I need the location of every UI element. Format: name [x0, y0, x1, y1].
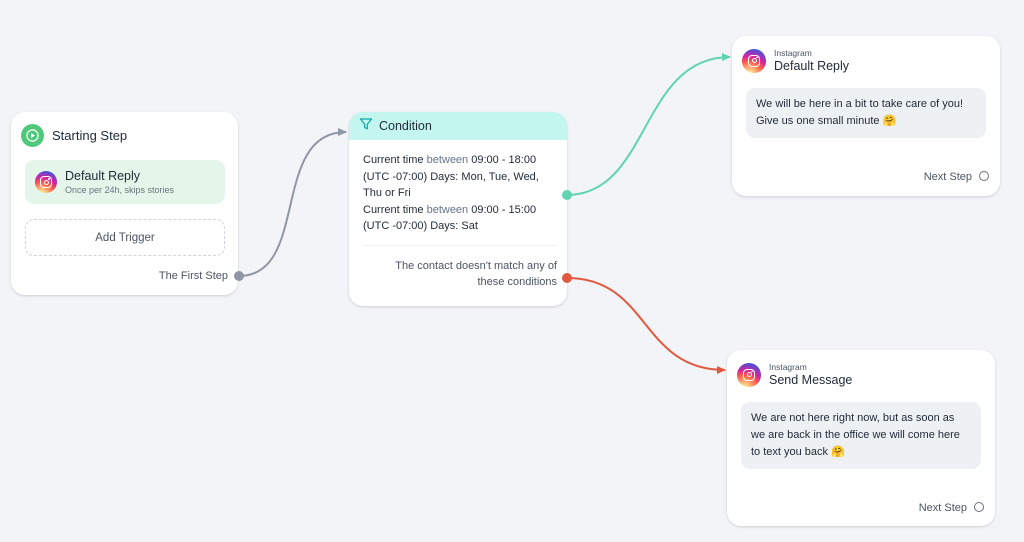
message-header: Instagram Default Reply — [742, 48, 849, 73]
condition-node[interactable]: Condition Current time between 09:00 - 1… — [349, 112, 567, 306]
starting-step-title: Starting Step — [52, 128, 128, 143]
condition-rule: Current time between 09:00 - 18:00 (UTC … — [363, 154, 539, 199]
condition-divider — [363, 244, 557, 246]
first-step-label: The First Step — [158, 270, 228, 282]
next-step-port[interactable] — [974, 502, 984, 512]
message-platform: Instagram — [769, 362, 807, 372]
condition-rules: Current time between 09:00 - 18:00 (UTC … — [349, 140, 567, 235]
message-header: Instagram Send Message — [737, 362, 852, 387]
edge-start-to-condition — [238, 128, 347, 277]
condition-title: Condition — [379, 119, 432, 133]
condition-no-match-port[interactable] — [562, 273, 572, 283]
next-step-label: Next Step — [918, 502, 967, 514]
condition-match-port[interactable] — [562, 190, 572, 200]
edge-condition-match — [566, 53, 731, 196]
trigger-default-reply[interactable]: Default Reply Once per 24h, skips storie… — [25, 160, 225, 204]
message-title: Send Message — [769, 373, 853, 387]
add-trigger-button[interactable]: Add Trigger — [25, 219, 225, 256]
instagram-icon — [35, 171, 57, 193]
trigger-subtitle: Once per 24h, skips stories — [65, 185, 175, 195]
message-bubble[interactable]: We are not here right now, but as soon a… — [741, 402, 981, 469]
next-step-label: Next Step — [923, 171, 972, 183]
starting-step-header: Starting Step — [21, 124, 127, 147]
play-icon — [21, 124, 44, 147]
message-node-default-reply[interactable]: Instagram Default Reply We will be here … — [732, 36, 1000, 196]
message-platform: Instagram — [774, 48, 812, 58]
instagram-icon — [742, 48, 766, 73]
next-step-port[interactable] — [979, 171, 989, 181]
message-node-send-message[interactable]: Instagram Send Message We are not here r… — [727, 350, 995, 526]
condition-header: Condition — [349, 112, 567, 140]
filter-icon — [359, 117, 373, 136]
condition-rule: Current time between 09:00 - 15:00 (UTC … — [363, 203, 537, 233]
message-bubble[interactable]: We will be here in a bit to take care of… — [746, 88, 986, 138]
condition-no-match-label: The contact doesn't match any of these c… — [395, 259, 557, 289]
trigger-title: Default Reply — [65, 169, 141, 183]
edge-condition-nomatch — [566, 277, 726, 374]
instagram-icon — [737, 362, 761, 387]
start-output-port[interactable] — [234, 271, 244, 281]
message-title: Default Reply — [774, 59, 850, 73]
starting-step-node[interactable]: Starting Step Default Reply Once per 24h… — [11, 112, 238, 295]
